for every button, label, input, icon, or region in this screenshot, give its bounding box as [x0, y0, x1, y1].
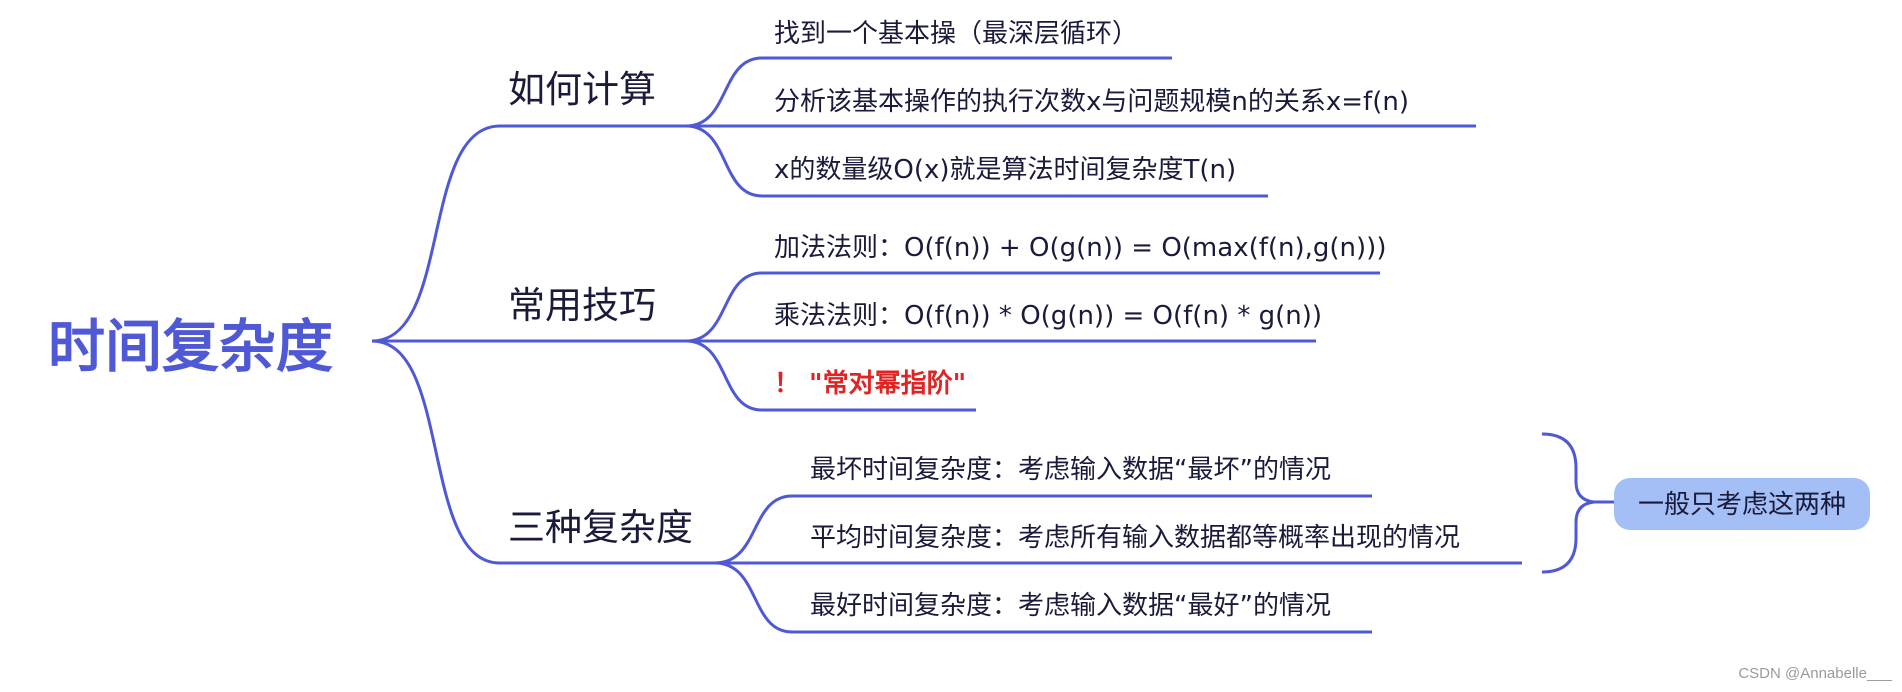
leaf-node: 乘法法则：O(f(n)) * O(g(n)) = O(f(n) * g(n)) — [774, 301, 1322, 331]
branch-label: 常用技巧 — [508, 284, 656, 327]
branch-connector-leaf-1 — [714, 494, 793, 565]
summary-note: 一般只考虑这两种 — [1614, 478, 1870, 530]
summary-note-box — [1614, 478, 1870, 530]
branch-connector-leaf-1 — [685, 56, 763, 128]
root-connector-branch-3 — [371, 339, 715, 565]
root-topic: 时间复杂度 — [48, 314, 333, 380]
branch-connector-leaf-3 — [685, 339, 763, 412]
branch-label: 如何计算 — [508, 68, 656, 111]
leaf-node: 平均时间复杂度：考虑所有输入数据都等概率出现的情况 — [810, 523, 1460, 553]
branch-how-to-calculate: 如何计算 找到一个基本操（最深层循环） 分析该基本操作的执行次数x与问题规模n的… — [508, 19, 1476, 198]
summary-note-label: 一般只考虑这两种 — [1638, 490, 1846, 520]
branch-connector-leaf-1 — [685, 271, 763, 343]
leaf-node-warning: ！ "常对幂指阶" — [774, 369, 966, 399]
leaf-node: 找到一个基本操（最深层循环） — [774, 19, 1138, 49]
summary-brace — [1541, 432, 1595, 574]
branch-three-complexities: 三种复杂度 最坏时间复杂度：考虑输入数据“最坏”的情况 平均时间复杂度：考虑所有… — [508, 455, 1522, 634]
leaf-node: 分析该基本操作的执行次数x与问题规模n的关系x=f(n) — [774, 87, 1409, 117]
leaf-node: x的数量级O(x)就是算法时间复杂度T(n) — [774, 155, 1236, 185]
branch-connector-leaf-3 — [714, 561, 793, 634]
leaf-node: 最坏时间复杂度：考虑输入数据“最坏”的情况 — [810, 455, 1331, 485]
branch-connector-leaf-3 — [685, 124, 763, 198]
watermark: CSDN @Annabelle___ — [1738, 665, 1892, 682]
leaf-node: 最好时间复杂度：考虑输入数据“最好”的情况 — [810, 591, 1331, 621]
root-connector-branch-1 — [371, 124, 686, 343]
leaf-node: 加法法则：O(f(n)) + O(g(n)) = O(max(f(n),g(n)… — [774, 233, 1386, 263]
root-connectors — [371, 124, 715, 565]
branch-label: 三种复杂度 — [508, 506, 693, 549]
branch-common-tricks: 常用技巧 加法法则：O(f(n)) + O(g(n)) = O(max(f(n)… — [508, 233, 1386, 412]
